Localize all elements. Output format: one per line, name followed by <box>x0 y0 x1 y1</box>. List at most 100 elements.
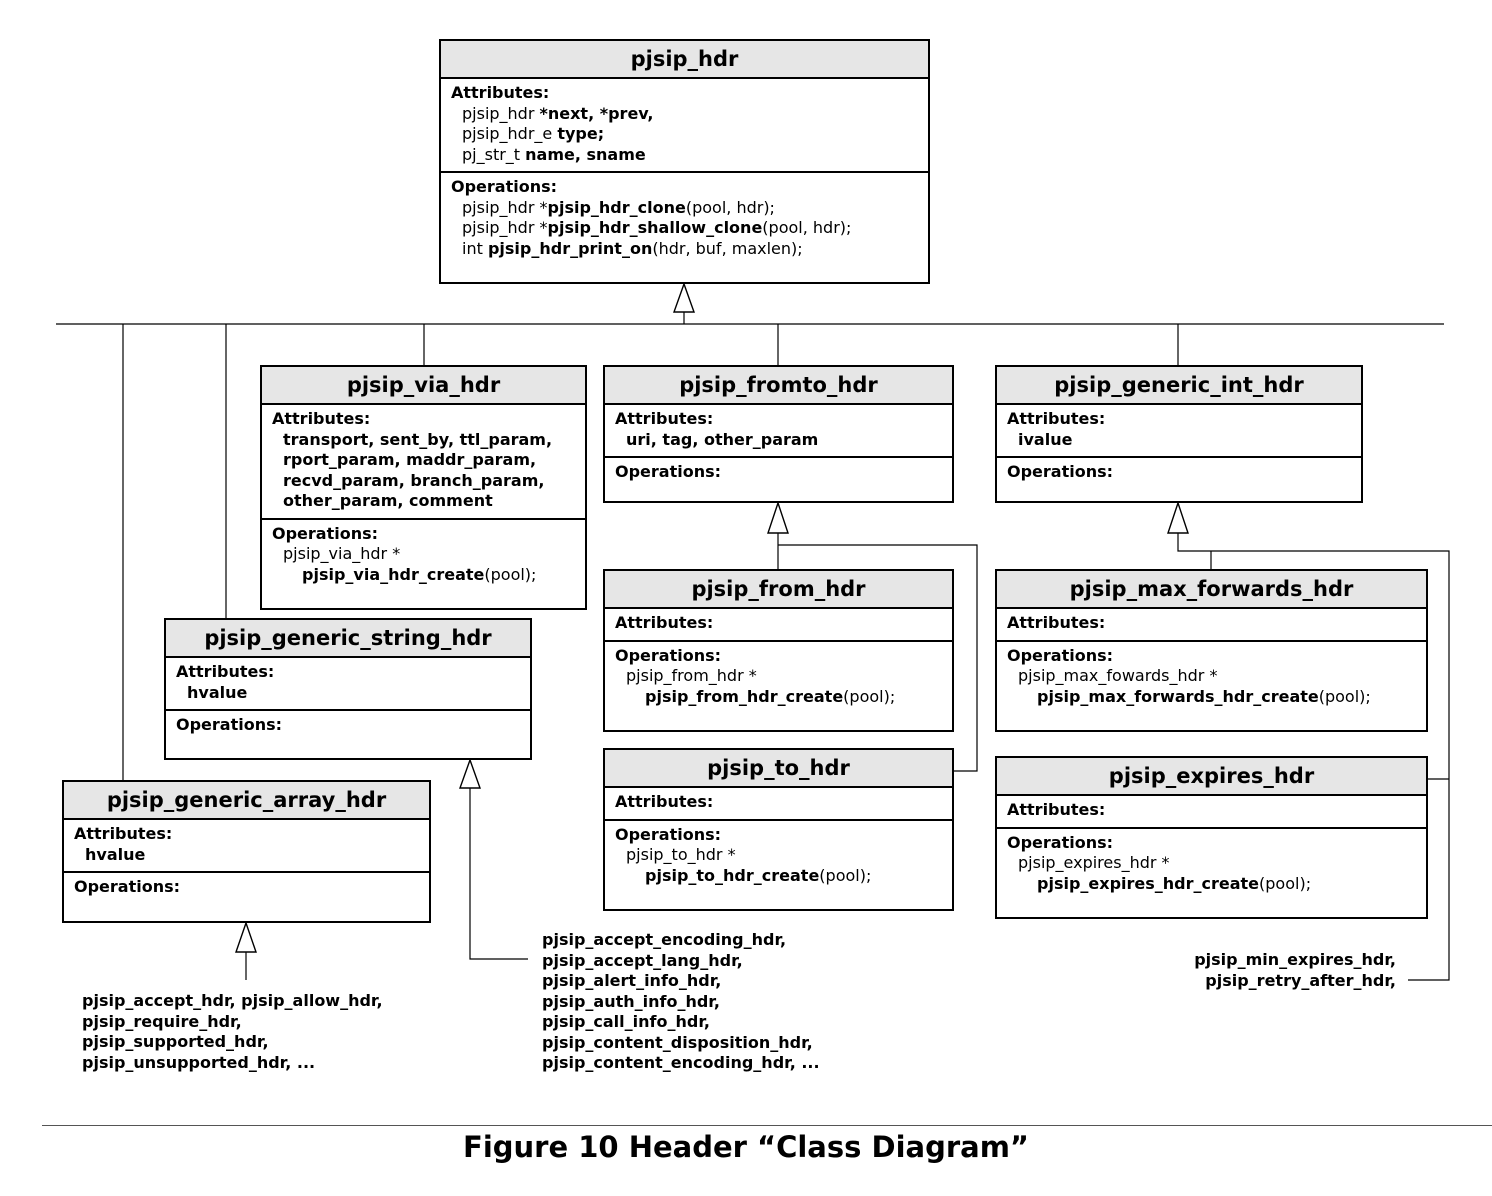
operations-text: pjsip_via_hdr_create <box>302 564 485 584</box>
attributes-section: Attributes:transport, sent_by, ttl_param… <box>262 405 585 518</box>
operations-text: (pool); <box>843 686 896 706</box>
operations-label: Operations: <box>615 645 722 665</box>
attributes-line: uri, tag, other_param <box>615 430 942 451</box>
derived-class-name: pjsip_content_disposition_hdr, <box>542 1032 813 1052</box>
operations-section: Operations: <box>605 456 952 489</box>
attributes-text: hvalue <box>85 844 146 864</box>
operations-section: Operations: <box>997 456 1361 489</box>
derived-class-name: pjsip_accept_lang_hdr, <box>542 950 743 970</box>
attributes-text: ivalue <box>1018 429 1073 449</box>
attributes-label: Attributes: <box>451 83 550 102</box>
operations-text: int <box>462 238 488 258</box>
generalization-arrow-fromto <box>767 500 789 534</box>
attributes-label: Attributes: <box>1007 800 1106 819</box>
attributes-section: Attributes: <box>997 609 1426 640</box>
generalization-arrow-pjsip_hdr <box>673 281 695 313</box>
operations-text: pjsip_from_hdr_create <box>645 686 844 706</box>
operations-section: Operations:pjsip_max_fowards_hdr *pjsip_… <box>997 639 1426 714</box>
operations-line: pjsip_via_hdr * <box>272 544 575 565</box>
attributes-text: *next, *prev, <box>539 103 654 123</box>
attributes-text: transport, sent_by, ttl_param, <box>283 429 553 449</box>
attributes-label: Attributes: <box>1007 613 1106 632</box>
class-name: pjsip_via_hdr <box>262 367 585 405</box>
operations-text: (pool, hdr); <box>685 197 775 217</box>
attributes-label: Attributes: <box>615 792 714 811</box>
attributes-text: other_param, comment <box>283 491 493 510</box>
attributes-line: pj_str_t name, sname <box>451 145 918 166</box>
attributes-section: Attributes:ivalue <box>997 405 1361 456</box>
operations-line: pjsip_max_forwards_hdr_create(pool); <box>1007 687 1416 708</box>
class-name: pjsip_generic_int_hdr <box>997 367 1361 405</box>
attributes-label: Attributes: <box>615 613 714 632</box>
fromto-to-branch <box>778 544 978 772</box>
operations-text: (pool); <box>484 564 537 584</box>
operations-line: pjsip_expires_hdr * <box>1007 853 1416 874</box>
operations-label: Operations: <box>615 824 722 844</box>
operations-line: pjsip_via_hdr_create(pool); <box>272 565 575 586</box>
operations-text: (pool); <box>1259 873 1312 893</box>
operations-text: pjsip_to_hdr_create <box>645 865 820 885</box>
operations-line: int pjsip_hdr_print_on(hdr, buf, maxlen)… <box>451 239 918 260</box>
class-name: pjsip_from_hdr <box>605 571 952 609</box>
attributes-label: Attributes: <box>272 409 371 428</box>
attributes-text: rport_param, maddr_param, <box>283 450 537 469</box>
attributes-text: name, sname <box>525 144 646 164</box>
derived-class-name: pjsip_require_hdr, <box>82 1011 242 1031</box>
attributes-section: Attributes:hvalue <box>64 820 429 871</box>
operations-line: pjsip_hdr *pjsip_hdr_shallow_clone(pool,… <box>451 218 918 239</box>
class-name: pjsip_generic_array_hdr <box>64 782 429 820</box>
attributes-section: Attributes: <box>605 609 952 640</box>
operations-text: pjsip_expires_hdr_create <box>1037 873 1260 893</box>
attributes-text: type; <box>557 124 605 143</box>
operations-line: pjsip_from_hdr * <box>615 666 942 687</box>
attributes-line: ivalue <box>1007 430 1351 451</box>
attributes-text: pjsip_hdr <box>462 103 540 123</box>
operations-line: pjsip_expires_hdr_create(pool); <box>1007 874 1416 895</box>
operations-line: pjsip_hdr *pjsip_hdr_clone(pool, hdr); <box>451 198 918 219</box>
attributes-line: pjsip_hdr *next, *prev, <box>451 104 918 125</box>
attributes-section: Attributes:uri, tag, other_param <box>605 405 952 456</box>
derived-class-name: pjsip_min_expires_hdr, <box>1194 950 1396 969</box>
class-name: pjsip_to_hdr <box>605 750 952 788</box>
operations-label: Operations: <box>615 462 722 481</box>
attributes-section: Attributes: <box>997 796 1426 827</box>
attributes-line: transport, sent_by, ttl_param, <box>272 430 575 451</box>
operations-text: pjsip_max_forwards_hdr_create <box>1037 686 1319 706</box>
derived-class-name: pjsip_accept_encoding_hdr, <box>542 930 787 949</box>
operations-label: Operations: <box>272 523 379 543</box>
attributes-text: recvd_param, branch_param, <box>283 470 545 490</box>
operations-text: pjsip_hdr_shallow_clone <box>547 218 763 237</box>
operations-label: Operations: <box>74 877 181 896</box>
attributes-text: uri, tag, other_param <box>626 429 819 449</box>
attributes-label: Attributes: <box>615 409 714 428</box>
attributes-text: pjsip_hdr_e <box>462 124 558 143</box>
operations-line: pjsip_from_hdr_create(pool); <box>615 687 942 708</box>
attributes-line: other_param, comment <box>272 491 575 512</box>
class-name: pjsip_expires_hdr <box>997 758 1426 796</box>
operations-text: (pool); <box>819 865 872 885</box>
operations-line: pjsip_max_fowards_hdr * <box>1007 666 1416 687</box>
operations-text: (hdr, buf, maxlen); <box>652 238 803 258</box>
attributes-section: Attributes:hvalue <box>166 658 530 709</box>
attributes-line: rport_param, maddr_param, <box>272 450 575 471</box>
operations-text: pjsip_hdr * <box>462 218 548 237</box>
generalization-arrow-int <box>1167 500 1189 534</box>
attributes-text: pj_str_t <box>462 144 526 164</box>
derived-class-name: pjsip_auth_info_hdr, <box>542 991 720 1011</box>
generalization-arrow-string <box>459 757 481 789</box>
attributes-label: Attributes: <box>1007 409 1106 428</box>
operations-label: Operations: <box>451 177 558 196</box>
generalization-arrow-array <box>235 920 257 953</box>
figure-caption: Figure 10 Header “Class Diagram” <box>463 1130 1029 1164</box>
attributes-line: pjsip_hdr_e type; <box>451 124 918 145</box>
operations-label: Operations: <box>1007 832 1114 852</box>
attributes-section: Attributes:pjsip_hdr *next, *prev,pjsip_… <box>441 79 928 171</box>
